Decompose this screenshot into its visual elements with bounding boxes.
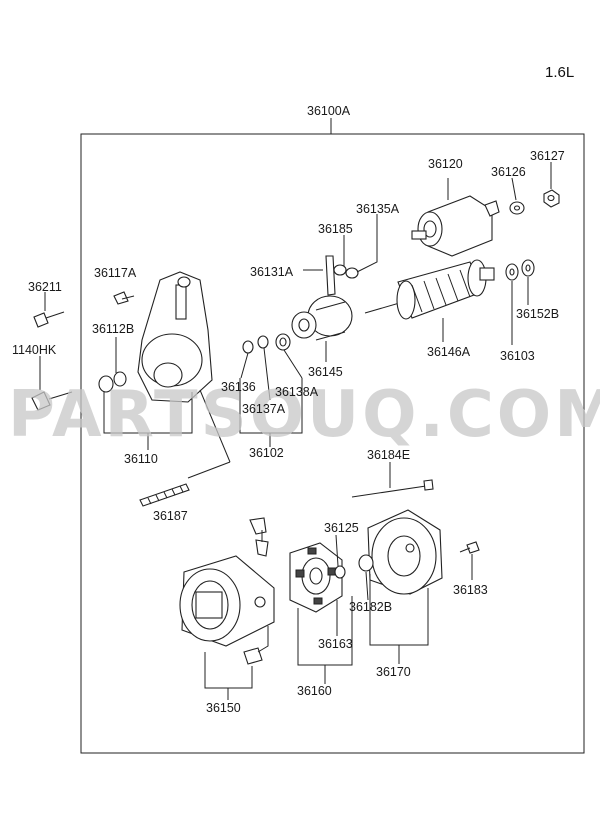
front-housing-36110 — [98, 271, 213, 403]
bolt-36211 — [33, 292, 65, 328]
rings-36102 — [239, 333, 303, 447]
watermark-text: PARTSOUQ.COM — [8, 378, 600, 452]
yoke-36150 — [179, 517, 275, 700]
part-label-36152B[interactable]: 36152B — [516, 307, 560, 321]
solenoid-36120 — [411, 178, 500, 257]
through-bolt-36184E — [351, 462, 434, 498]
part-label-36182B[interactable]: 36182B — [349, 600, 393, 614]
part-label-36150[interactable]: 36150 — [206, 701, 241, 715]
screw-36183 — [459, 541, 480, 580]
part-label-36112B[interactable]: 36112B — [92, 322, 135, 336]
part-label-36127[interactable]: 36127 — [530, 149, 565, 163]
armature-36146A — [364, 259, 495, 342]
bolt-1140HK — [31, 356, 73, 411]
part-label-36120[interactable]: 36120 — [428, 157, 463, 171]
part-label-36136[interactable]: 36136 — [221, 380, 256, 394]
engine-variant-label: 1.6L — [545, 64, 575, 81]
washers-36152B — [505, 259, 535, 345]
drive-pinion-36145 — [291, 295, 353, 362]
nut-36127 — [543, 162, 560, 208]
lever-36131A — [303, 214, 378, 296]
rear-cover-36170 — [358, 509, 443, 664]
through-bolt-36187 — [139, 483, 190, 507]
part-label-36170[interactable]: 36170 — [376, 665, 411, 679]
part-label-36126[interactable]: 36126 — [491, 165, 526, 179]
part-label-36183[interactable]: 36183 — [453, 583, 488, 597]
part-label-36103[interactable]: 36103 — [500, 349, 535, 363]
part-label-36110[interactable]: 36110 — [124, 452, 158, 466]
assembly-frame — [80, 133, 585, 754]
part-label-1140HK[interactable]: 1140HK — [12, 343, 57, 357]
part-label-36135A[interactable]: 36135A — [356, 202, 400, 216]
part-label-36185[interactable]: 36185 — [318, 222, 353, 236]
part-label-36125[interactable]: 36125 — [324, 521, 359, 535]
part-label-36137A[interactable]: 36137A — [242, 402, 286, 416]
part-label-36131A[interactable]: 36131A — [250, 265, 294, 279]
washer-36126 — [509, 177, 525, 215]
part-label-36145[interactable]: 36145 — [308, 365, 343, 379]
part-label-36138A[interactable]: 36138A — [275, 385, 319, 399]
part-label-36163[interactable]: 36163 — [318, 637, 353, 651]
part-label-36117A[interactable]: 36117A — [94, 266, 137, 280]
brush-holder-36160 — [289, 534, 353, 684]
bolt-36117A — [113, 291, 135, 305]
part-label-36187[interactable]: 36187 — [153, 509, 188, 523]
part-label-36160[interactable]: 36160 — [297, 684, 332, 698]
part-label-36146A[interactable]: 36146A — [427, 345, 471, 359]
assembly-label: 36100A — [307, 104, 351, 118]
part-label-36102[interactable]: 36102 — [249, 446, 284, 460]
part-label-36184E[interactable]: 36184E — [367, 448, 411, 462]
part-label-36211[interactable]: 36211 — [28, 280, 62, 294]
